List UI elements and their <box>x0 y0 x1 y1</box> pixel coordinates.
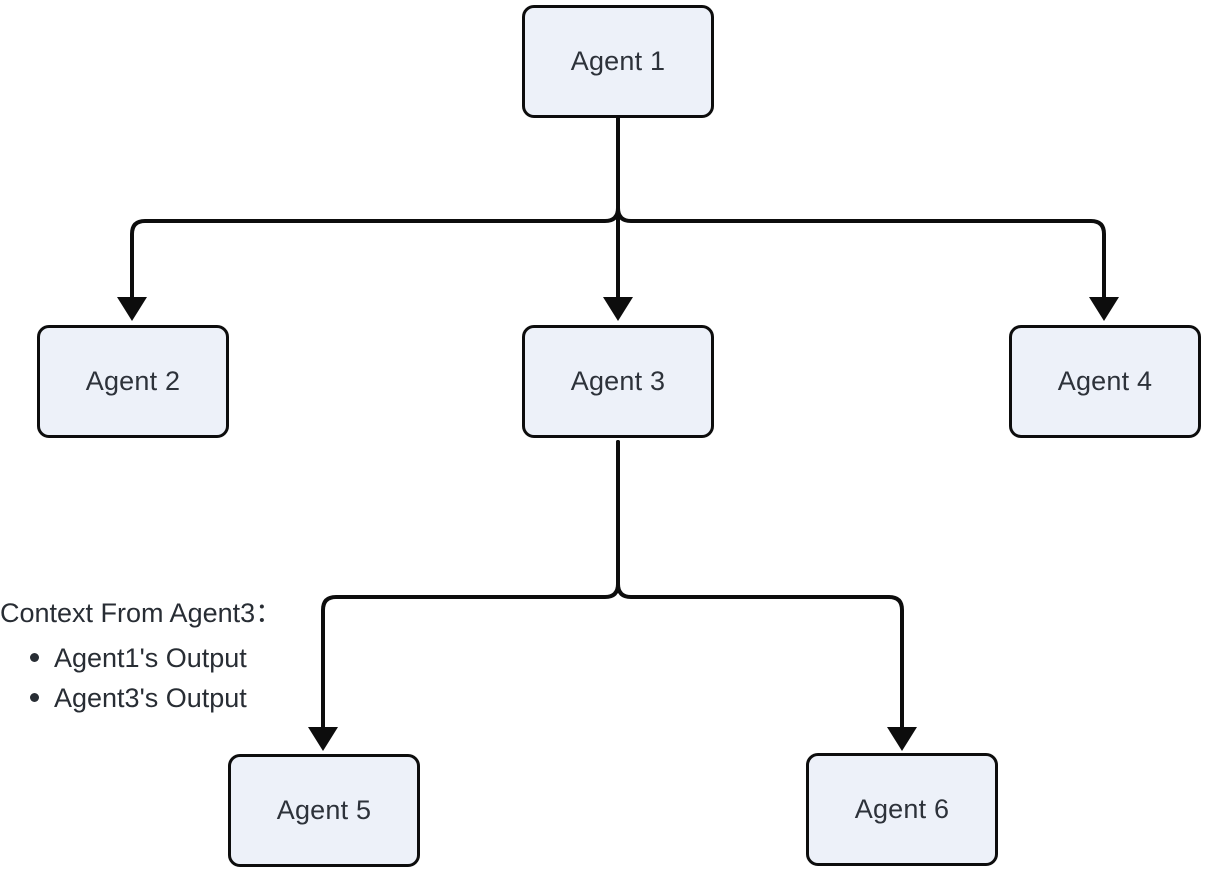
context-annotation: Context From Agent3： Agent1's Output Age… <box>0 596 330 718</box>
node-agent-1-label: Agent 1 <box>570 46 666 76</box>
annotation-item-1: Agent1's Output <box>30 638 330 678</box>
edge-agent3-agent5 <box>321 440 620 732</box>
node-agent-3-label: Agent 3 <box>570 366 666 396</box>
node-agent-5: Agent 5 <box>228 754 420 867</box>
node-agent-5-label: Agent 5 <box>276 795 372 825</box>
annotation-item-2: Agent3's Output <box>30 678 330 718</box>
edge-agent1-agent4 <box>616 115 1106 302</box>
node-agent-2-label: Agent 2 <box>85 366 181 396</box>
node-agent-3: Agent 3 <box>522 325 714 438</box>
arrowhead-agent4 <box>1089 297 1119 321</box>
annotation-title: Context From Agent3： <box>0 598 283 628</box>
annotation-list: Agent1's Output Agent3's Output <box>0 638 330 718</box>
arrowhead-agent5 <box>308 727 338 751</box>
edge-agent3-agent6 <box>616 440 904 732</box>
arrowhead-agent3 <box>603 297 633 321</box>
node-agent-4-label: Agent 4 <box>1057 366 1153 396</box>
arrowhead-agent6 <box>887 727 917 751</box>
arrowhead-agent2 <box>117 297 147 321</box>
node-agent-6-label: Agent 6 <box>854 794 950 824</box>
node-agent-1: Agent 1 <box>522 5 714 118</box>
edge-agent1-agent2 <box>130 115 620 302</box>
node-agent-6: Agent 6 <box>806 753 998 866</box>
node-agent-4: Agent 4 <box>1009 325 1201 438</box>
node-agent-2: Agent 2 <box>37 325 229 438</box>
